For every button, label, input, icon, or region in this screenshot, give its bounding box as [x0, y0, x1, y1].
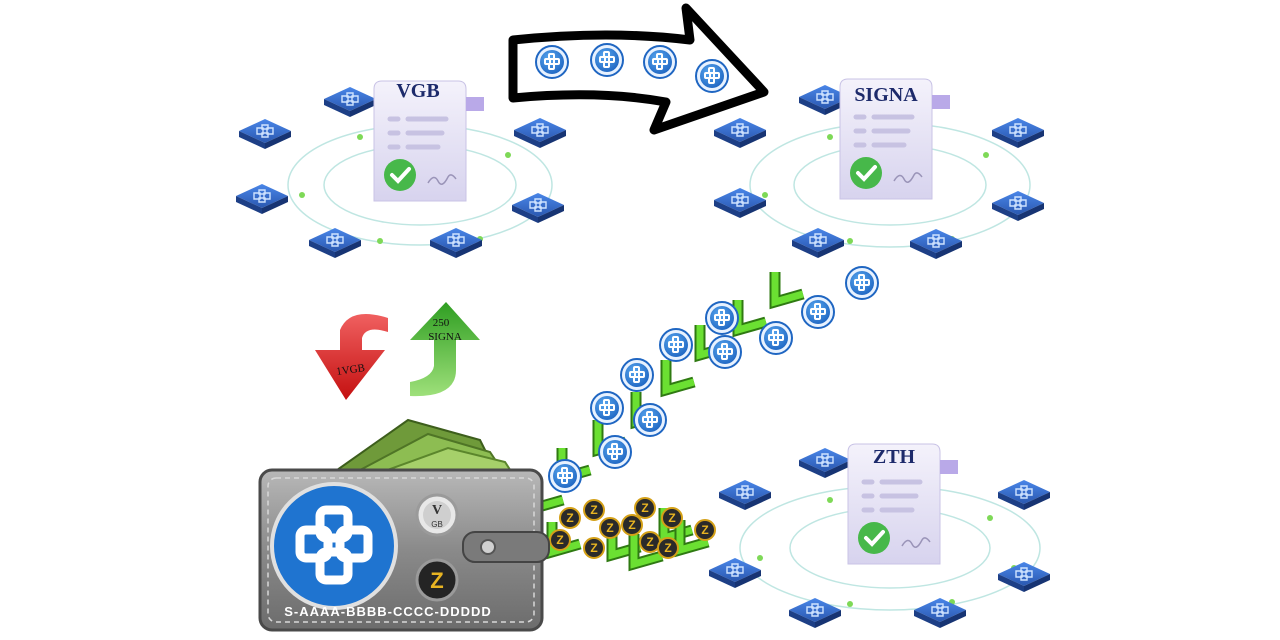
green-up-arrow-icon	[410, 302, 480, 397]
up-arrow-amount: 250	[433, 317, 450, 329]
wallet-icon	[258, 418, 550, 632]
wallet-z-coin-letter: Z	[430, 568, 443, 593]
node-chip-icon	[323, 86, 377, 118]
big-arrow-icon	[508, 3, 769, 135]
checkmark-icon	[775, 272, 803, 302]
red-down-arrow-icon	[315, 314, 388, 400]
wallet-v-coin-sub: GB	[431, 520, 443, 529]
vgb-network	[235, 81, 567, 259]
token-icon	[845, 266, 879, 300]
signa-doc-title: SIGNA	[854, 84, 918, 106]
zth-doc-title: ZTH	[873, 446, 916, 468]
wallet-address: S-AAAA-BBBB-CCCC-DDDDD	[284, 604, 492, 619]
zth-transfer-stream	[550, 497, 716, 564]
down-arrow-label: 1VGB	[336, 362, 366, 378]
wallet-v-coin-letter: V	[432, 503, 442, 518]
exchange-arrows	[315, 302, 480, 400]
vgb-doc-title: VGB	[396, 80, 439, 102]
signa-network	[713, 79, 1045, 260]
zth-network	[708, 444, 1051, 629]
up-arrow-currency: SIGNA	[428, 331, 462, 343]
